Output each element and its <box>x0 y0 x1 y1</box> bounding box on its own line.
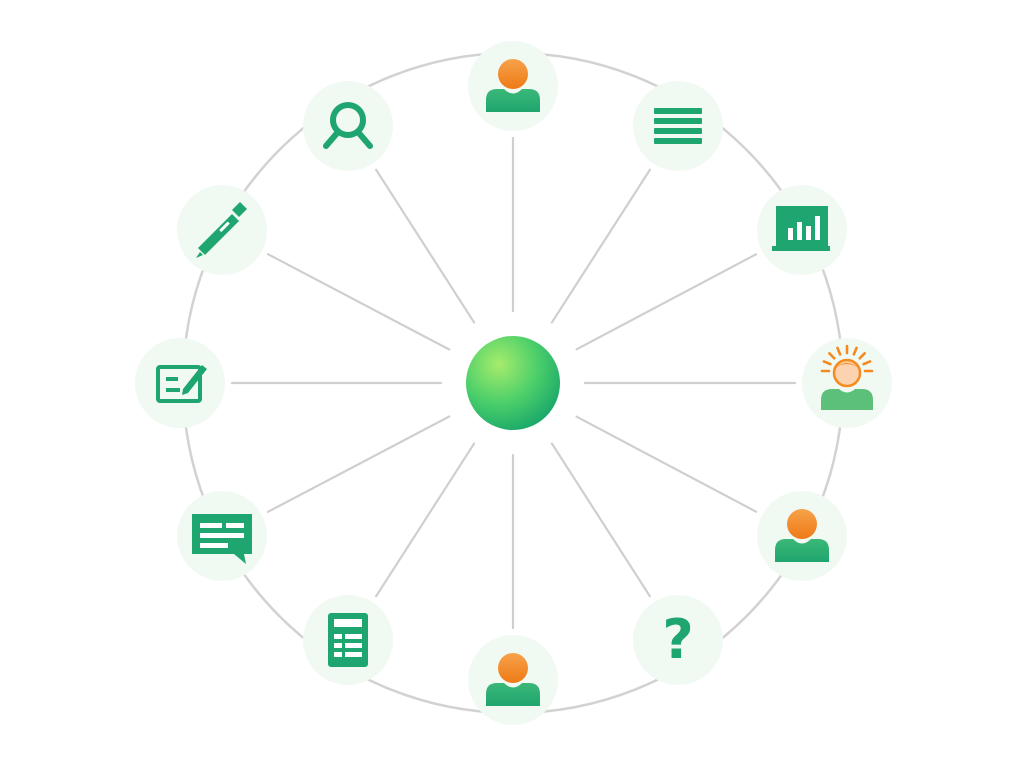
calculator-icon <box>328 613 368 667</box>
nodes-layer: ? <box>135 41 892 725</box>
diagram-node <box>757 185 847 275</box>
node-background <box>303 81 393 171</box>
diagram-node <box>468 41 558 131</box>
question-mark-text: ? <box>662 608 693 671</box>
bar-chart-icon <box>772 206 830 251</box>
spoke-lines-layer <box>230 136 797 630</box>
diagram-node <box>468 635 558 725</box>
search-icon <box>323 102 373 149</box>
diagram-node <box>177 491 267 581</box>
spoke-line <box>374 442 476 598</box>
pen-icon <box>196 202 247 258</box>
chat-message-icon <box>192 514 252 564</box>
spoke-line <box>575 415 758 513</box>
spoke-line <box>266 253 451 351</box>
node-background <box>633 595 723 685</box>
spoke-line <box>266 415 451 513</box>
diagram-node <box>802 338 892 428</box>
node-background <box>633 81 723 171</box>
diagram-node: ? <box>633 595 723 685</box>
diagram-node <box>633 81 723 171</box>
idea-person-icon <box>820 344 874 410</box>
list-icon <box>654 108 702 144</box>
diagram-node <box>303 595 393 685</box>
diagram-node <box>303 81 393 171</box>
person-icon <box>486 59 540 112</box>
spoke-line <box>550 442 652 598</box>
diagram-node <box>757 491 847 581</box>
spoke-line <box>374 168 476 324</box>
hub-layer <box>466 336 560 430</box>
question-icon: ? <box>662 608 693 671</box>
spoke-line <box>550 168 652 324</box>
diagram-node <box>135 338 225 428</box>
edit-form-icon <box>156 365 207 403</box>
node-background <box>135 338 225 428</box>
spoke-line <box>575 253 758 351</box>
diagram-node <box>177 185 267 275</box>
person-icon <box>775 509 829 562</box>
center-hub <box>466 336 560 430</box>
person-icon <box>486 653 540 706</box>
